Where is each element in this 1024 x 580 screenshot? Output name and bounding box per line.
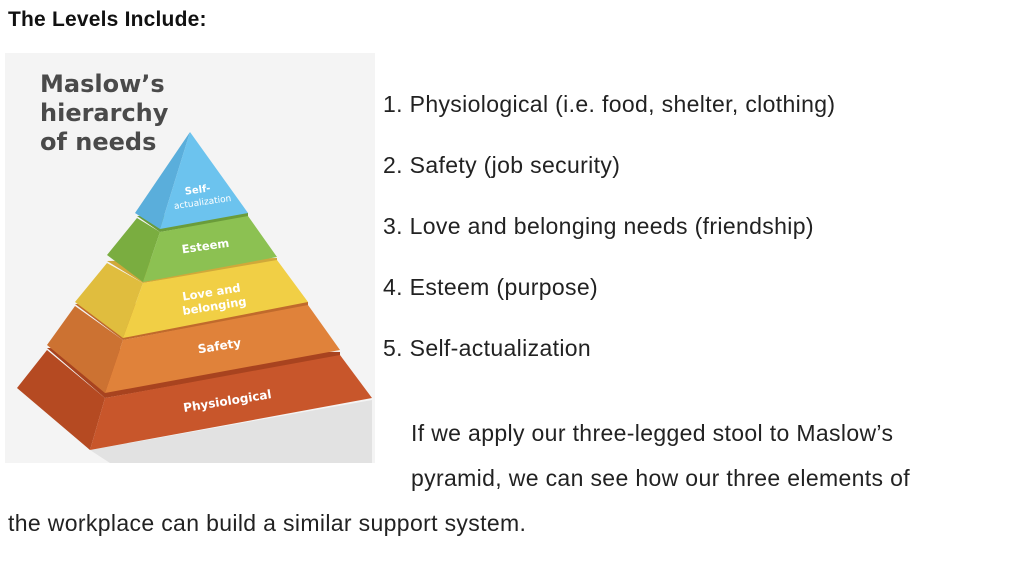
figure-title-line: hierarchy — [40, 99, 169, 127]
maslow-pyramid-image: Maslow’s hierarchy of needs Physiologica… — [5, 53, 375, 463]
list-item: 3. Love and belonging needs (friendship) — [383, 213, 814, 239]
figure-title-line: of needs — [40, 128, 156, 156]
list-item: 5. Self-actualization — [383, 335, 592, 361]
list-item: 4. Esteem (purpose) — [383, 274, 599, 300]
level-label: Esteem — [181, 236, 230, 257]
figure-title-line: Maslow’s — [40, 70, 165, 98]
paragraph-line: pyramid, we can see how our three elemen… — [411, 465, 910, 491]
level-self-actualization: Self- actualization — [135, 132, 248, 229]
level-label: Self- — [184, 183, 211, 197]
paragraph-line: If we apply our three-legged stool to Ma… — [411, 420, 894, 446]
pyramid-shadow — [90, 400, 372, 463]
paragraph-line: the workplace can build a similar suppor… — [8, 510, 527, 536]
list-item: 1. Physiological (i.e. food, shelter, cl… — [383, 91, 836, 117]
level-label: Safety — [197, 336, 242, 357]
section-heading: The Levels Include: — [8, 8, 207, 31]
list-item: 2. Safety (job security) — [383, 152, 621, 178]
